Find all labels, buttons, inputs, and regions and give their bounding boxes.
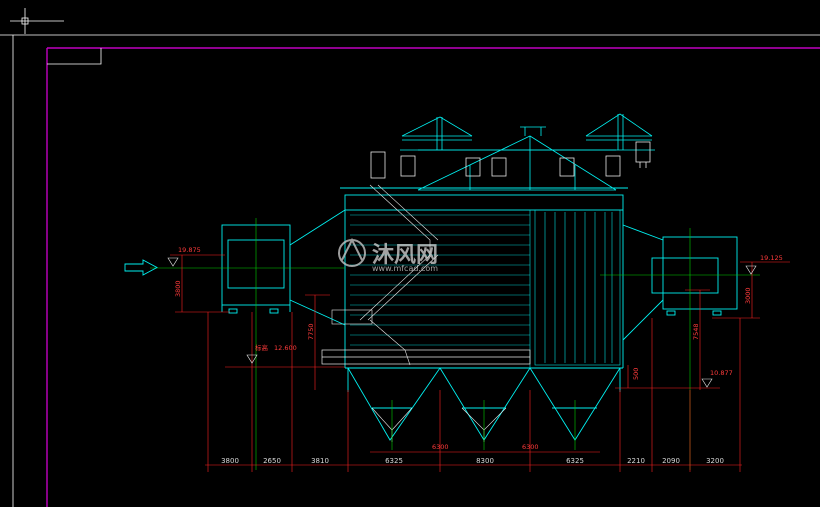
electrode-plates-left — [350, 214, 530, 346]
dim-bottom-9: 3200 — [706, 457, 724, 465]
precipitator-casing — [321, 184, 628, 392]
sheet-border — [0, 34, 820, 507]
ucs-crosshair-icon — [10, 8, 64, 34]
dim-bottom-7: 2210 — [627, 457, 645, 465]
dim-outlet-height: 3000 — [744, 287, 752, 304]
roof-crane-structure — [400, 113, 655, 191]
centerlines — [150, 218, 760, 470]
platform — [321, 349, 531, 365]
level-outlet-top: 19.125 — [760, 254, 783, 262]
bottom-dimension-chain: 3800 2650 3810 6325 8300 6325 2210 2090 3200 — [221, 457, 724, 465]
watermark-brand: 沐风网 — [372, 243, 438, 268]
inlet-flue — [221, 209, 346, 326]
roof-equipment — [370, 141, 651, 179]
level-outlet-bottom: 10.877 — [710, 369, 733, 377]
dim-hopper-small: 500 — [632, 368, 640, 380]
dim-left-column: 7750 — [307, 323, 315, 340]
dim-bottom-1: 3800 — [221, 457, 239, 465]
dim-hopper-1: 6300 — [432, 443, 449, 451]
outlet-flue — [622, 224, 738, 341]
watermark-url: www.mfcad.com — [372, 264, 438, 273]
dim-bottom-5: 8300 — [476, 457, 494, 465]
dim-bottom-4: 6325 — [385, 457, 403, 465]
level-markers — [167, 257, 757, 388]
level-platform: 12.600 — [274, 344, 297, 352]
gas-flow-arrow-icon — [124, 259, 158, 276]
level-platform-prefix: 标高 — [255, 343, 269, 352]
level-inlet-top: 19.875 — [178, 246, 201, 254]
watermark-logo: 沐风网 www.mfcad.com — [338, 237, 438, 273]
dim-inlet-height: 3800 — [174, 280, 182, 297]
electrode-plates-right — [529, 209, 621, 368]
dim-bottom-8: 2090 — [662, 457, 680, 465]
dim-bottom-2: 2650 — [263, 457, 281, 465]
dim-bottom-6: 6325 — [566, 457, 584, 465]
dim-hopper-2: 6300 — [522, 443, 539, 451]
dim-bottom-3: 3810 — [311, 457, 329, 465]
dimension-lines — [170, 254, 790, 472]
dim-right-column: 7548 — [692, 323, 700, 340]
